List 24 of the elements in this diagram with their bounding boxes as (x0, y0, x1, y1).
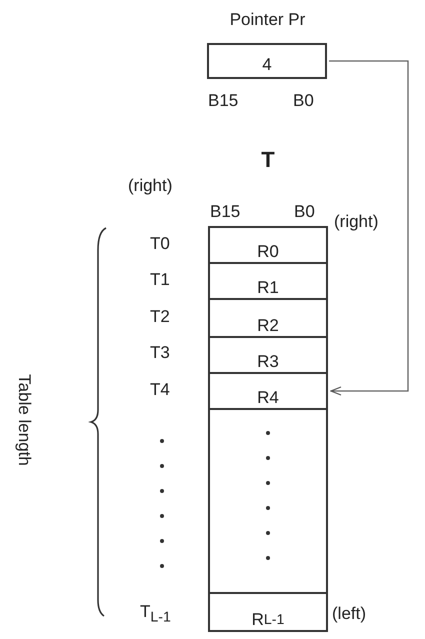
row-label: T1 (150, 270, 170, 290)
bit-label: B0 (294, 202, 315, 222)
row-label: T$_{L-1}$ (140, 602, 171, 628)
table-row (208, 408, 328, 594)
row-label: T2 (150, 307, 170, 327)
side-note: (left) (332, 604, 366, 624)
bit-label: B0 (293, 91, 314, 111)
table-row: R3 (208, 336, 328, 374)
table-row: R2 (208, 298, 328, 338)
register-title: Pointer Pr (228, 10, 306, 30)
side-note: (right) (128, 176, 172, 196)
table-title: T (260, 148, 276, 172)
row-label: T4 (150, 380, 170, 400)
row-label: T3 (150, 343, 170, 363)
table-row: R1 (208, 262, 328, 300)
table-row: R0 (208, 226, 328, 264)
table-row: R4 (208, 372, 328, 410)
bit-label: B15 (210, 202, 240, 222)
axis-title: Table length (14, 374, 34, 466)
register-cell: 4 (207, 43, 327, 79)
side-note: (right) (334, 212, 378, 232)
arrow (329, 60, 409, 396)
row-label: T0 (150, 234, 170, 254)
bit-label: B15 (208, 91, 238, 111)
